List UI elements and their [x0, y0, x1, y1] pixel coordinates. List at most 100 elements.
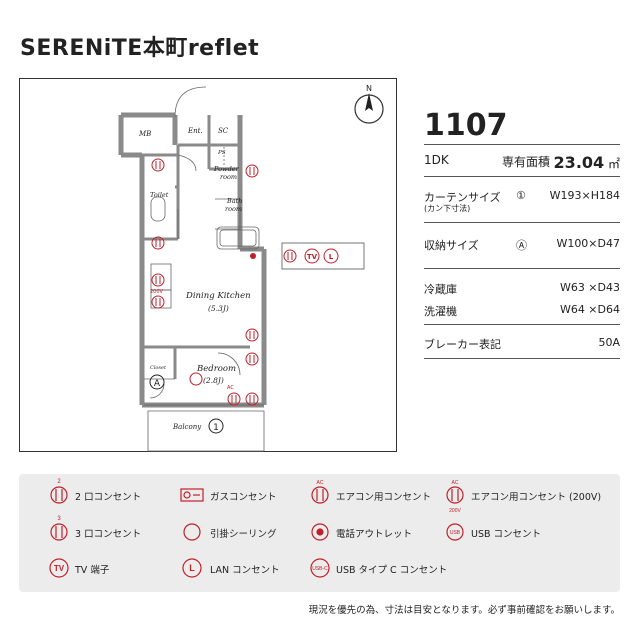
property-title: SERENiTE本町reflet	[20, 36, 260, 61]
usb-outlet-icon	[446, 523, 464, 541]
fridge-value: W63 ×D43	[559, 281, 620, 294]
phone-outlet-icon	[311, 523, 329, 541]
washer-row: 洗濯機 W64 ×D64	[424, 303, 620, 319]
gas-outlet-icon	[180, 488, 204, 502]
legend-panel: 2 3 AC AC 200V USB TV L USB-C 2 口コンセント ガ…	[19, 474, 620, 592]
room-label-bedroom: Bedroom	[196, 364, 236, 374]
phone-outlet-icon	[250, 253, 256, 259]
floor-plan-panel: N	[19, 78, 397, 452]
outlet-3-icon	[50, 523, 68, 541]
legend-gas-label: ガスコンセント	[210, 492, 277, 503]
area-value: 23.04	[553, 153, 605, 172]
balcony-curtain-marker: 1	[208, 418, 224, 434]
area-value-group: 23.04 ㎡	[554, 153, 620, 172]
room-label-bath: Bath	[226, 197, 242, 205]
breaker-value: 50A	[598, 336, 620, 349]
storage-row: 収納サイズ Ⓐ W100×D47	[424, 237, 620, 253]
legend-lan-label: LAN コンセント	[210, 565, 280, 576]
divider	[424, 324, 620, 325]
room-label-powder-2: room	[220, 173, 237, 181]
room-label-ent: Ent.	[187, 127, 203, 135]
room-label-sc: SC	[218, 127, 229, 135]
ac-outlet-icon	[311, 486, 329, 504]
usbc-outlet-icon	[310, 558, 330, 578]
outlet-200v-label: 200V	[150, 289, 164, 295]
legend-icon-3-number: 3	[57, 516, 61, 522]
room-label-dining: Dining Kitchen	[185, 291, 251, 301]
curtain-sub: (カン下寸法)	[424, 204, 471, 213]
room-label-balcony: Balcony	[172, 423, 202, 431]
legend-icon-usb-label: USB	[450, 530, 461, 536]
outlet-2-icon	[245, 352, 259, 366]
floor-plan-drawing: N	[118, 84, 384, 452]
room-number: 1107	[424, 108, 508, 143]
washer-label: 洗濯機	[424, 305, 457, 318]
breaker-label: ブレーカー表記	[424, 338, 501, 351]
lan-outlet-icon	[182, 558, 202, 578]
outlet-2-icon	[151, 273, 165, 287]
legend-phone-label: 電話アウトレット	[336, 529, 413, 540]
ceiling-icon	[189, 372, 203, 386]
area-label: 専有面積	[502, 155, 551, 169]
closet-marker: A	[149, 374, 165, 390]
storage-marker: Ⓐ	[516, 239, 527, 252]
legend-icon-200v-label: 200V	[449, 508, 461, 514]
svg-text:A: A	[154, 379, 161, 389]
outlet-ac-icon	[227, 392, 241, 406]
curtain-label: カーテンサイズ	[424, 191, 501, 204]
room-label-mb: MB	[138, 130, 151, 138]
footer-note: 現況を優先の為、寸法は目安となります。必ず事前確認をお願いします。	[308, 605, 620, 616]
tv-terminal-icon: TV	[304, 248, 320, 264]
room-label-bedroom-size: (2.8J)	[203, 376, 224, 385]
area-unit: ㎡	[607, 157, 620, 171]
curtain-value: W193×H184	[549, 189, 620, 202]
compass-north-label: N	[366, 84, 372, 93]
divider	[424, 222, 620, 223]
outlet-200v-icon	[151, 295, 165, 309]
storage-label: 収納サイズ	[424, 239, 479, 252]
legend-usb-label: USB コンセント	[471, 529, 542, 540]
legend-icon-usbc-label: USB-C	[312, 566, 328, 572]
curtain-row: カーテンサイズ ① W193×H184	[424, 189, 620, 205]
curtain-marker: ①	[516, 189, 526, 202]
legend-tv-label: TV 端子	[75, 565, 110, 576]
outlet-2-icon	[50, 486, 68, 504]
outlet-3-icon	[245, 392, 259, 406]
legend-outlet2-label: 2 口コンセント	[75, 492, 142, 503]
outlet-2-icon	[151, 158, 165, 172]
compass-icon: N	[354, 84, 384, 124]
legend-ceiling-label: 引掛シーリング	[210, 529, 277, 540]
legend-ac-label: エアコン用コンセント	[336, 492, 432, 503]
layout-type: 1DK	[424, 153, 449, 167]
outlet-3-icon	[245, 328, 259, 342]
outlet-ac-label: AC	[227, 385, 234, 391]
lan-outlet-icon: L	[323, 248, 339, 264]
legend-icon-2-number: 2	[57, 479, 61, 485]
legend-icon-tv-label: TV	[54, 564, 65, 573]
room-label-toilet: Toilet	[150, 191, 169, 199]
breaker-row: ブレーカー表記 50A	[424, 336, 620, 352]
legend-outlet3-label: 3 口コンセント	[75, 529, 142, 540]
tv-terminal-icon	[49, 558, 69, 578]
room-label-ps: PS	[217, 150, 226, 156]
outlet-2-icon	[245, 164, 259, 178]
divider	[424, 358, 620, 359]
svg-text:TV: TV	[307, 253, 318, 261]
svg-text:L: L	[329, 253, 334, 261]
room-label-dining-size: (5.3J)	[208, 304, 229, 313]
legend-icons: 2 3 AC AC 200V USB TV L USB-C	[49, 479, 464, 578]
room-label-bath-2: room	[225, 205, 242, 213]
washer-value: W64 ×D64	[559, 303, 620, 316]
outlet-2-icon	[151, 236, 165, 250]
ceiling-hook-icon	[183, 523, 201, 541]
fridge-row: 冷蔵庫 W63 ×D43	[424, 281, 620, 297]
legend-ac200-label: エアコン用コンセント (200V)	[471, 492, 602, 503]
divider	[424, 268, 620, 269]
divider	[424, 176, 620, 177]
room-label-powder: Powder	[213, 165, 240, 173]
outlet-2-icon	[283, 249, 297, 263]
ac-200v-outlet-icon	[446, 486, 464, 504]
legend-icon-lan-label: L	[189, 563, 195, 573]
layout-row: 1DK 専有面積 23.04 ㎡	[424, 153, 620, 172]
svg-text:1: 1	[213, 423, 219, 433]
